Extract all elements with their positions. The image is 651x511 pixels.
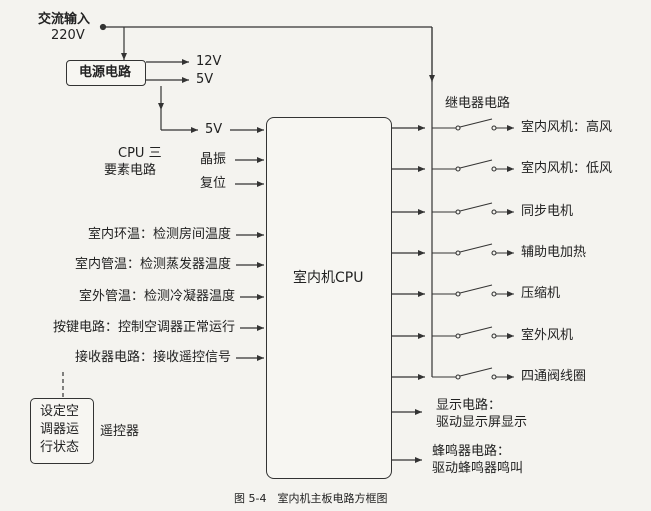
figure-caption: 图 5-4 室内机主板电路方框图 <box>234 492 388 505</box>
power-12v-label: 12V <box>196 54 222 69</box>
indoor-cpu-label: 室内机CPU <box>293 270 364 286</box>
indoor-cpu-box: 室内机CPU <box>266 117 392 479</box>
crystal-label: 晶振 <box>200 152 227 167</box>
input-outdoor-pipe: 室外管温：检测冷凝器温度 <box>78 289 235 304</box>
relay-circuit-title: 继电器电路 <box>445 96 511 111</box>
input-indoor-ambient: 室内环温：检测房间温度 <box>87 227 231 242</box>
relay-switch-5 <box>432 284 514 297</box>
power-circuit-box: 电源电路 <box>66 60 146 86</box>
reset-label: 复位 <box>200 176 227 191</box>
relay-switch-6 <box>432 326 514 339</box>
relay-switch-2 <box>432 159 514 172</box>
remote-setting-box: 设定空 调器运 行状态 <box>30 398 94 464</box>
buzzer-circuit-line1: 蜂鸣器电路： <box>432 444 511 459</box>
cpu-three-line2: 要素电路 <box>104 163 157 178</box>
input-key-circuit: 按键电路：控制空调器正常运行 <box>52 320 235 335</box>
relay-switch-3 <box>432 202 514 215</box>
relay-output-6: 室外风机 <box>521 328 574 343</box>
relay-output-7: 四通阀线圈 <box>521 369 587 384</box>
remote-box-line3: 行状态 <box>40 440 80 455</box>
display-circuit-line2: 驱动显示屏显示 <box>436 415 528 430</box>
remote-box-line2: 调器运 <box>40 422 80 437</box>
remote-box-line1: 设定空 <box>40 404 80 419</box>
relay-switch-7 <box>432 367 514 380</box>
input-receiver: 接收器电路：接收遥控信号 <box>74 350 231 365</box>
cpu-5v-label: 5V <box>205 122 223 137</box>
buzzer-circuit-line2: 驱动蜂鸣器鸣叫 <box>432 461 524 476</box>
relay-output-4: 辅助电加热 <box>521 245 587 260</box>
relay-switch-4 <box>432 243 514 256</box>
relay-output-3: 同步电机 <box>521 204 574 219</box>
cpu-three-line1: CPU 三 <box>118 146 162 161</box>
input-indoor-pipe: 室内管温：检测蒸发器温度 <box>74 257 231 272</box>
relay-output-2: 室内风机：低风 <box>521 161 613 176</box>
power-5v-label: 5V <box>196 72 214 87</box>
relay-output-1: 室内风机：高风 <box>521 120 613 135</box>
ac-input-label: 交流输入 <box>38 12 91 27</box>
display-circuit-line1: 显示电路： <box>436 398 502 413</box>
relay-output-5: 压缩机 <box>521 286 561 301</box>
power-circuit-label: 电源电路 <box>79 65 132 80</box>
ac-input-voltage: 220V <box>51 28 85 43</box>
remote-label: 遥控器 <box>100 424 140 439</box>
relay-switch-1 <box>432 118 514 131</box>
